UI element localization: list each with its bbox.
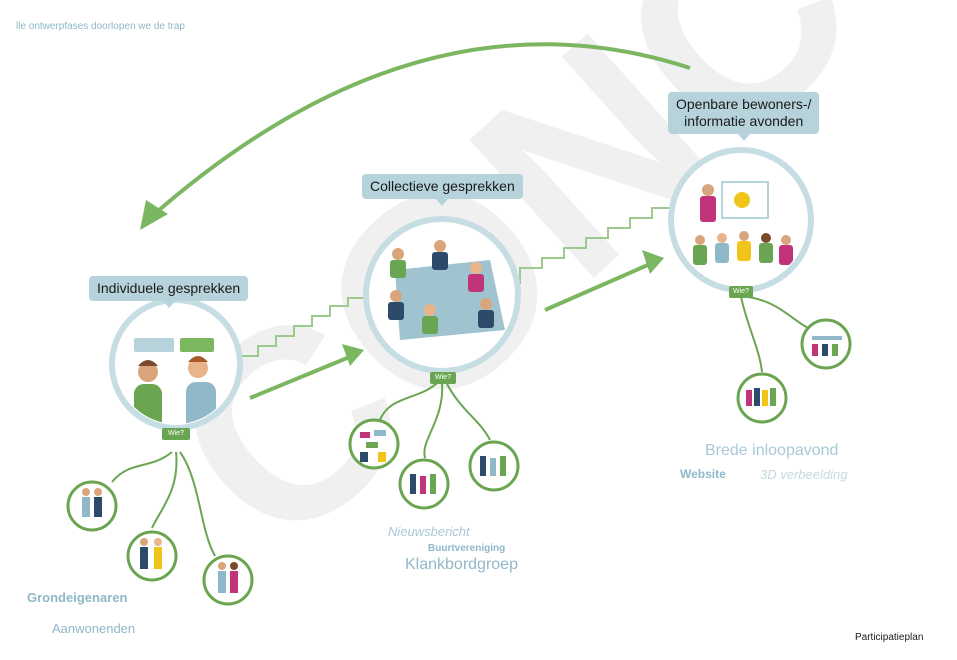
leaf-circle-landowners <box>66 480 118 532</box>
collective-title-bubble: Collectieve gesprekken <box>362 174 523 206</box>
public-badge <box>729 286 753 298</box>
progress-arrow-2 <box>544 262 651 312</box>
individual-badge <box>162 428 190 440</box>
collective-title: Collectieve gesprekken <box>370 178 515 194</box>
public-badge-label: Wie? <box>733 288 749 295</box>
branches-collective <box>379 381 491 459</box>
label-news: Nieuwsbericht <box>388 524 470 539</box>
label-residents: Aanwonenden <box>52 621 136 636</box>
public-title-line2: informatie avonden <box>684 113 804 129</box>
return-arrow <box>148 42 691 220</box>
progress-arrow-2-head <box>642 250 664 274</box>
label-website: Website <box>680 467 726 481</box>
header-text: lle ontwerpfases doorlopen we de trap <box>16 21 185 32</box>
individual-title-bubble: Individuele gesprekken <box>89 276 249 308</box>
stairs-2 <box>519 207 676 284</box>
collective-circle <box>363 216 521 374</box>
collective-badge-label: Wie? <box>435 374 451 381</box>
collective-badge <box>430 372 456 384</box>
leaf-circle-news <box>348 418 400 470</box>
stairs-1 <box>239 297 372 372</box>
label-3d-visual: 3D verbeelding <box>760 467 848 482</box>
progress-arrow-1 <box>249 354 353 400</box>
leaf-circle-residents-2 <box>202 554 254 606</box>
individual-title: Individuele gesprekken <box>97 280 241 296</box>
label-association: Buurtvereniging <box>428 543 506 554</box>
footer-text: Participatieplan <box>855 632 924 643</box>
public-title-bubble: Openbare bewoners-/ informatie avonden <box>668 92 820 141</box>
public-circle <box>668 147 814 293</box>
label-walkin: Brede inloopavond <box>705 442 839 459</box>
public-title-line1: Openbare bewoners-/ <box>676 96 812 112</box>
label-landowners: Grondeigenaren <box>27 590 128 605</box>
label-soundboard: Klankbordgroep <box>405 556 518 573</box>
return-arrow-head <box>140 200 168 230</box>
individual-badge-label: Wie? <box>168 430 184 437</box>
leaf-circle-walkin <box>800 318 852 370</box>
branches-individual <box>111 451 216 557</box>
leaf-circle-association <box>398 458 450 510</box>
leaf-circle-soundboard <box>468 440 520 492</box>
branches-public <box>740 295 813 373</box>
leaf-circle-residents-1 <box>126 530 178 582</box>
progress-arrow-1-head <box>342 344 364 366</box>
leaf-circle-crowd <box>736 372 788 424</box>
